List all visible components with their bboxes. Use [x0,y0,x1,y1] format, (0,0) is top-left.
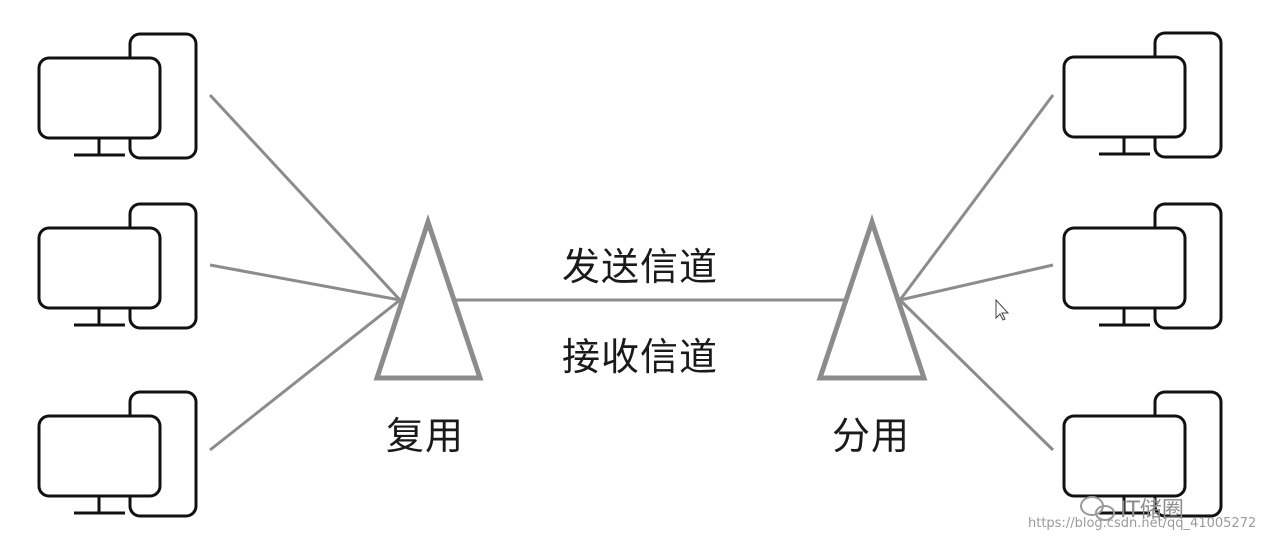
send-channel-label: 发送信道 [562,245,719,289]
computer-icon [1062,31,1223,159]
computer-icon [1062,202,1223,330]
right-links [898,94,1055,452]
cursor-icon [995,298,1010,321]
watermark-brand: IT储圈 [1120,498,1184,523]
demux-label: 分用 [832,414,911,458]
receive-channel-label: 接收信道 [562,335,719,379]
watermark-url: https://blog.csdn.net/qq_41005272 [1028,516,1257,531]
link-left-2 [209,263,401,302]
link-right-2 [899,263,1054,302]
link-left-1 [208,93,402,302]
computer-icon [37,32,198,160]
link-right-3 [898,298,1055,452]
left-links [208,93,402,452]
mux-triangle [373,214,484,381]
computer-icon [37,202,198,330]
link-left-3 [209,298,401,452]
link-right-1 [898,94,1055,301]
mux-label: 复用 [386,414,465,458]
computer-icon [37,390,198,518]
wechat-icon [1080,496,1115,521]
demux-triangle [816,214,928,381]
